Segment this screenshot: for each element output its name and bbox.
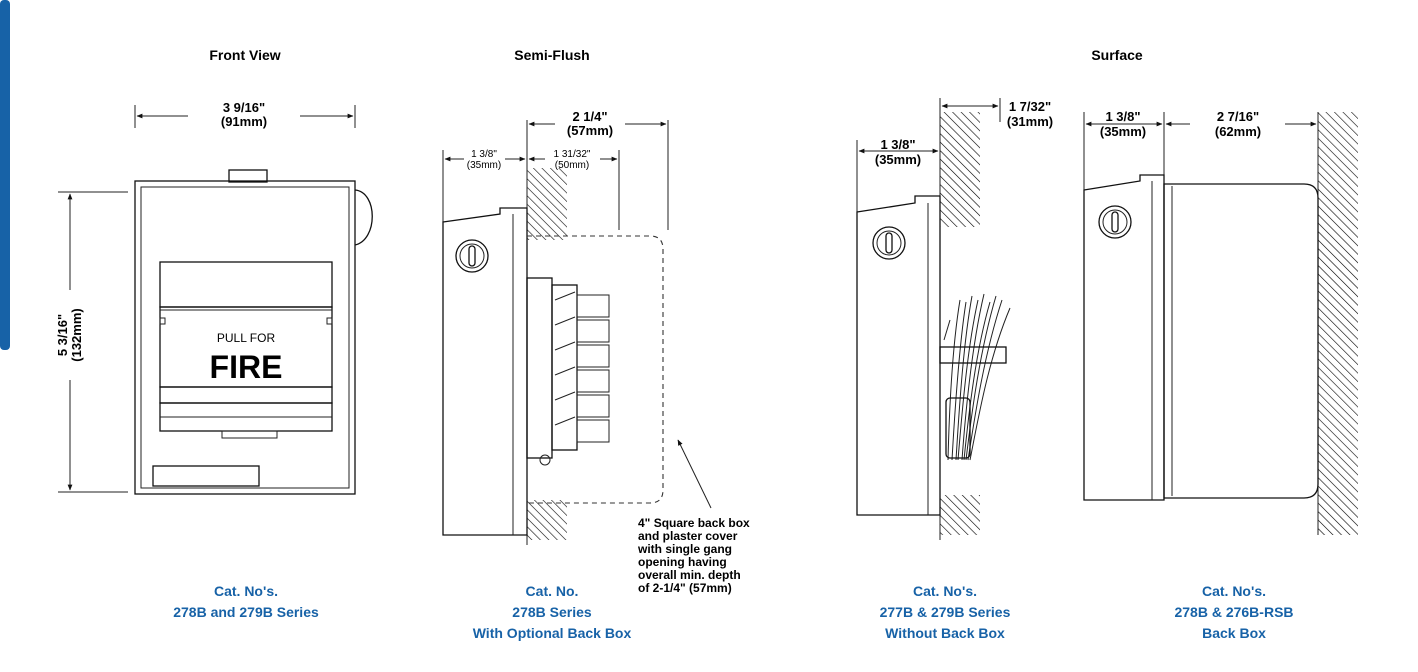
surface-no-box-drawing: 1 7/32" (31mm) 1 3/8" (35mm) [856, 98, 1053, 540]
side-tab [0, 0, 10, 350]
semi-depth-dim: 2 1/4" [572, 109, 607, 124]
surf1-right-dim: 1 7/32" [1009, 99, 1051, 114]
surf1-left-dim: 1 3/8" [880, 137, 915, 152]
heading-semi-flush: Semi-Flush [514, 47, 589, 63]
surf1-right-mm: (31mm) [1007, 114, 1053, 129]
surf2-left-dim: 1 3/8" [1105, 109, 1140, 124]
surf2-right-dim: 2 7/16" [1217, 109, 1259, 124]
front-height-dim: 5 3/16" [55, 314, 70, 356]
heading-surface: Surface [1091, 47, 1143, 63]
caption-3-line-3: Without Back Box [885, 625, 1005, 641]
surf2-right-mm: (62mm) [1215, 124, 1261, 139]
note-line4: opening having [638, 555, 727, 569]
note-line2: and plaster cover [638, 529, 738, 543]
caption-3-line-1: Cat. No's. [913, 583, 977, 599]
surf2-left-mm: (35mm) [1100, 124, 1146, 139]
caption-4-line-3: Back Box [1202, 625, 1266, 641]
semi-left-mm: (35mm) [467, 160, 501, 171]
caption-surface-back-box: Cat. No's. 278B & 276B-RSB Back Box [1174, 583, 1293, 641]
semi-depth-mm: (57mm) [567, 123, 613, 138]
note-line5: overall min. depth [638, 568, 741, 582]
surface-back-box-drawing: 1 3/8" (35mm) 2 7/16" (62mm) [1083, 109, 1358, 535]
caption-1-line-1: Cat. No's. [214, 583, 278, 599]
caption-2-line-1: Cat. No. [526, 583, 579, 599]
pull-for-label: PULL FOR [217, 331, 276, 345]
semi-left-dim: 1 3/8" [471, 149, 497, 160]
semi-mid-dim: 1 31/32" [554, 149, 591, 160]
note-line1: 4" Square back box [638, 516, 750, 530]
surf1-left-mm: (35mm) [875, 152, 921, 167]
front-height-mm: (132mm) [69, 308, 84, 361]
front-view-drawing: 3 9/16" (91mm) 5 3/16" (132mm) PULL FOR … [55, 100, 373, 495]
semi-mid-mm: (50mm) [555, 160, 589, 171]
caption-1-line-2: 278B and 279B Series [173, 604, 319, 620]
caption-front-view: Cat. No's. 278B and 279B Series [173, 583, 319, 620]
note-line6: of 2-1/4" (57mm) [638, 581, 732, 595]
caption-2-line-2: 278B Series [512, 604, 592, 620]
caption-semi-flush: Cat. No. 278B Series With Optional Back … [473, 583, 632, 641]
caption-surface-no-box: Cat. No's. 277B & 279B Series Without Ba… [880, 583, 1011, 641]
caption-2-line-3: With Optional Back Box [473, 625, 632, 641]
semi-flush-drawing: 2 1/4" (57mm) 1 3/8" (35mm) 1 31/32" (50… [442, 109, 750, 595]
note-line3: with single gang [637, 542, 732, 556]
caption-3-line-2: 277B & 279B Series [880, 604, 1011, 620]
heading-front-view: Front View [209, 47, 280, 63]
front-width-dim: 3 9/16" [223, 100, 265, 115]
caption-4-line-2: 278B & 276B-RSB [1174, 604, 1293, 620]
caption-4-line-1: Cat. No's. [1202, 583, 1266, 599]
front-width-mm: (91mm) [221, 114, 267, 129]
fire-label: FIRE [210, 349, 283, 385]
